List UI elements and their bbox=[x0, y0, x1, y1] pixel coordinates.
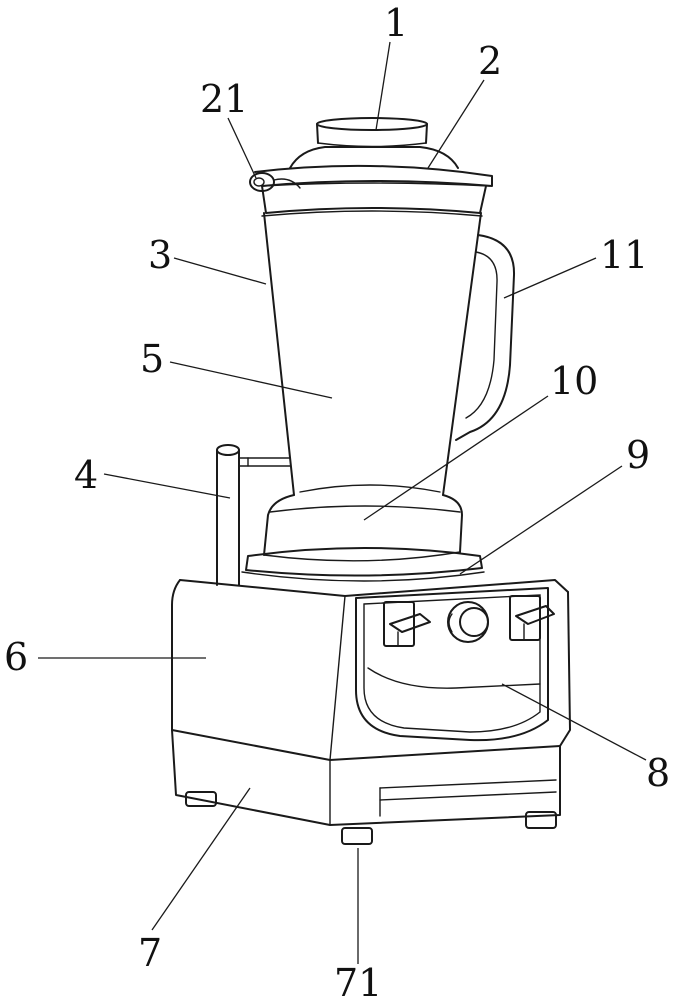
lid bbox=[254, 146, 493, 187]
leader-8 bbox=[501, 683, 647, 761]
lid-cap bbox=[316, 117, 428, 148]
jar bbox=[261, 185, 487, 496]
leader-2 bbox=[427, 79, 485, 169]
leader-5 bbox=[169, 361, 333, 399]
dial-knob[interactable] bbox=[447, 601, 489, 643]
leader-1 bbox=[375, 41, 391, 131]
leader-3 bbox=[173, 257, 267, 285]
leader-10 bbox=[363, 395, 549, 521]
label-21: 21 bbox=[200, 77, 248, 121]
label-71: 71 bbox=[334, 961, 382, 1000]
leader-7 bbox=[151, 787, 251, 931]
side-post bbox=[216, 444, 291, 586]
label-10: 10 bbox=[550, 359, 598, 403]
leader-21 bbox=[227, 117, 257, 179]
label-7: 7 bbox=[138, 931, 162, 975]
label-4: 4 bbox=[74, 453, 98, 497]
control-panel bbox=[355, 587, 549, 742]
label-2: 2 bbox=[478, 39, 502, 83]
handle bbox=[455, 234, 516, 441]
leader-4 bbox=[103, 473, 231, 499]
label-1: 1 bbox=[384, 1, 408, 45]
leader-11 bbox=[503, 257, 597, 299]
feet bbox=[185, 791, 557, 845]
label-5: 5 bbox=[140, 337, 164, 381]
label-3: 3 bbox=[148, 233, 172, 277]
jar-base bbox=[263, 494, 463, 562]
label-6: 6 bbox=[4, 635, 28, 679]
right-switch[interactable] bbox=[509, 595, 555, 641]
mount-ring bbox=[241, 547, 485, 582]
spout bbox=[249, 172, 301, 192]
reference-numerals: 1 2 21 3 11 5 10 9 4 6 8 7 71 bbox=[4, 1, 670, 1000]
label-8: 8 bbox=[646, 751, 670, 795]
leader-lines bbox=[38, 41, 647, 964]
label-9: 9 bbox=[626, 433, 650, 477]
leader-9 bbox=[459, 465, 623, 575]
base bbox=[171, 729, 561, 826]
left-switch[interactable] bbox=[383, 601, 431, 647]
label-11: 11 bbox=[600, 233, 648, 277]
